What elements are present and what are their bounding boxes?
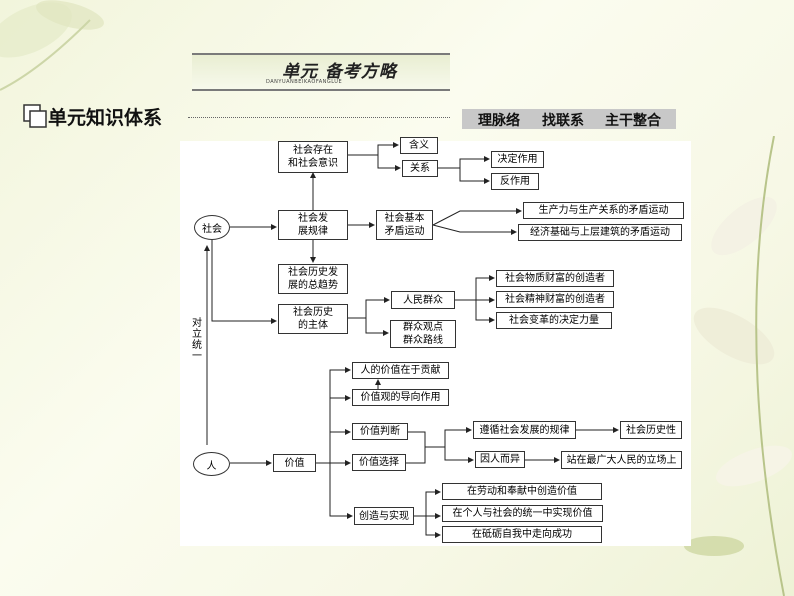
node-varies-by-person: 因人而异 bbox=[475, 451, 525, 468]
node-labor-contribution: 在劳动和奉献中创造价值 bbox=[442, 483, 602, 500]
node-value-judgment: 价值判断 bbox=[352, 423, 408, 440]
node-create-realize: 创造与实现 bbox=[354, 507, 414, 525]
node-the-masses: 人民群众 bbox=[391, 291, 455, 309]
node-social-existence: 社会存在 和社会意识 bbox=[278, 141, 348, 173]
node-value-guidance: 价值观的导向作用 bbox=[352, 389, 449, 406]
node-productive-forces: 生产力与生产关系的矛盾运动 bbox=[523, 202, 684, 219]
node-value-choice: 价值选择 bbox=[352, 454, 406, 471]
node-relation: 关系 bbox=[402, 160, 438, 177]
node-meaning: 含义 bbox=[400, 137, 438, 154]
node-development-law: 社会发 展规律 bbox=[278, 210, 348, 240]
node-material-wealth: 社会物质财富的创造者 bbox=[496, 270, 614, 287]
node-follow-law: 遵循社会发展的规律 bbox=[473, 421, 576, 439]
unit-banner: 单元 备考方略 DANYUANBEIKAOFANGLUE bbox=[192, 53, 450, 91]
banner-subtitle: DANYUANBEIKAOFANGLUE bbox=[266, 79, 343, 85]
tag-item: 找联系 bbox=[542, 113, 584, 129]
relation-label: 对立统一 bbox=[192, 318, 202, 362]
node-reaction: 反作用 bbox=[491, 173, 539, 190]
tag-item: 主干整合 bbox=[605, 113, 661, 129]
node-mass-viewpoint: 群众观点 群众路线 bbox=[390, 320, 456, 348]
banner-title: 单元 备考方略 bbox=[282, 62, 397, 82]
node-individual-society: 在个人与社会的统一中实现价值 bbox=[442, 505, 603, 522]
node-historical-subject: 社会历史 的主体 bbox=[278, 304, 348, 334]
section-title: 单元知识体系 bbox=[48, 107, 163, 129]
node-society: 社会 bbox=[194, 215, 230, 240]
node-decisive-role: 决定作用 bbox=[491, 151, 544, 168]
node-value-contribution: 人的价值在于贡献 bbox=[352, 362, 449, 379]
node-value: 价值 bbox=[273, 454, 316, 472]
node-self-discipline: 在砥砺自我中走向成功 bbox=[442, 526, 602, 543]
node-social-change: 社会变革的决定力量 bbox=[496, 312, 612, 329]
tag-item: 理脉络 bbox=[478, 113, 520, 129]
dotted-divider bbox=[188, 117, 450, 118]
node-person: 人 bbox=[193, 452, 230, 476]
node-basic-contradiction: 社会基本 矛盾运动 bbox=[376, 210, 433, 240]
node-general-trend: 社会历史发 展的总趋势 bbox=[278, 264, 348, 294]
tag-bar bbox=[462, 109, 676, 129]
node-spiritual-wealth: 社会精神财富的创造者 bbox=[496, 291, 614, 308]
node-social-historical: 社会历史性 bbox=[620, 421, 682, 439]
node-peoples-stand: 站在最广大人民的立场上 bbox=[561, 451, 682, 469]
node-economic-base: 经济基础与上层建筑的矛盾运动 bbox=[518, 224, 682, 241]
